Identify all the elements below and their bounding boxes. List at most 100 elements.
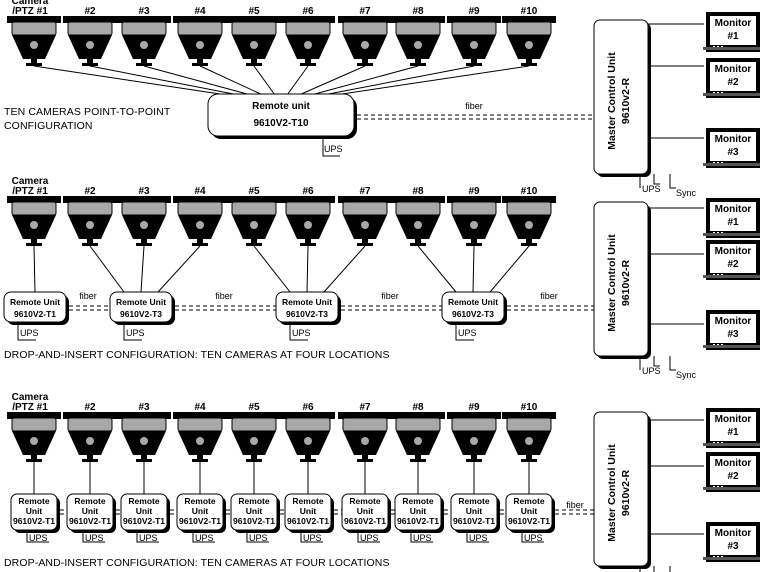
monitor-label: Monitor	[715, 316, 752, 327]
ups-label: UPS	[126, 328, 145, 338]
camera-icon	[172, 195, 228, 247]
camera-icon	[62, 195, 118, 247]
remote-unit-label: Unit	[246, 506, 263, 516]
monitor-label: Monitor	[715, 204, 752, 215]
camera-cable	[89, 65, 234, 95]
caption: TEN CAMERAS POINT-TO-POINT	[4, 106, 171, 118]
camera-cable	[314, 65, 419, 95]
ups-line	[300, 530, 323, 543]
ups-line	[26, 530, 49, 543]
camera-icon	[172, 411, 228, 463]
ups-label: UPS	[20, 328, 39, 338]
remote-unit-label: Unit	[466, 506, 483, 516]
camera-number-label: #3	[138, 186, 150, 197]
ups-label: UPS	[469, 533, 488, 543]
camera-label: /PTZ #1	[12, 402, 48, 413]
camera-number-label: #7	[359, 6, 371, 17]
camera-label: Camera	[12, 176, 49, 187]
remote-unit-label: Unit	[357, 506, 374, 516]
remote-unit-label: Remote Unit	[448, 297, 498, 307]
remote-unit-label: Unit	[521, 506, 538, 516]
remote-unit	[341, 493, 389, 531]
camera-number-label: #6	[302, 6, 314, 17]
remote-unit-label: 9610V2-T1	[508, 516, 550, 526]
mcu-label: Master Control Unit	[606, 444, 618, 542]
remote-unit-label: 9610V2-T1	[397, 516, 439, 526]
mcu-label: Master Control Unit	[606, 52, 618, 150]
camera-icon	[501, 15, 557, 67]
ups-line	[466, 530, 489, 543]
remote-unit	[284, 493, 332, 531]
remote-unit-label: 9610V2-T1	[14, 309, 56, 319]
remote-unit-label: Remote	[458, 496, 489, 506]
fiber-label: fiber	[566, 500, 584, 510]
ups-label: UPS	[29, 533, 48, 543]
camera-label: Camera	[12, 392, 49, 403]
camera-cable	[89, 245, 125, 293]
ups-line	[123, 322, 142, 341]
sync-line	[669, 356, 676, 371]
ups-line	[246, 530, 269, 543]
camera-cable	[328, 65, 475, 95]
ups-line	[17, 322, 36, 341]
camera-cable	[253, 245, 291, 293]
camera-icon	[226, 195, 282, 247]
camera-label: /PTZ #1	[12, 186, 48, 197]
ups-label: UPS	[413, 533, 432, 543]
remote-unit-label: 9610V2-T1	[13, 516, 55, 526]
monitor-label: #2	[727, 471, 739, 482]
ups-label: UPS	[324, 144, 343, 154]
ups-label: UPS	[303, 533, 322, 543]
remote-unit-label: Remote	[18, 496, 49, 506]
remote-unit-label: Unit	[136, 506, 153, 516]
camera-icon	[390, 195, 446, 247]
camera-number-label: #8	[412, 186, 424, 197]
remote-unit	[394, 493, 442, 531]
mcu-label: 9610v2-R	[620, 260, 632, 307]
camera-number-label: #8	[412, 6, 424, 17]
camera-cable	[140, 245, 145, 293]
master-control-unit	[593, 19, 649, 175]
camera-number-label: #6	[302, 402, 314, 413]
camera-cable	[33, 65, 221, 95]
remote-unit-label: Unit	[192, 506, 209, 516]
camera-icon	[6, 15, 62, 67]
camera-number-label: #7	[359, 186, 371, 197]
fiber-label: fiber	[465, 101, 483, 111]
remote-unit-label: 9610V2-T1	[179, 516, 221, 526]
camera-number-label: #3	[138, 6, 150, 17]
monitor-label: Monitor	[715, 458, 752, 469]
camera-number-label: #2	[84, 186, 96, 197]
sync-line	[669, 566, 671, 572]
monitor-label: Monitor	[715, 18, 752, 29]
monitor-label: #3	[727, 147, 739, 158]
ups-line	[322, 136, 340, 157]
camera-number-label: #2	[84, 402, 96, 413]
remote-unit	[109, 291, 173, 323]
remote-unit-label: 9610V2-T3	[286, 309, 328, 319]
camera-cable	[157, 245, 201, 293]
camera-icon	[337, 195, 393, 247]
camera-number-label: #3	[138, 402, 150, 413]
camera-icon	[446, 195, 502, 247]
camera-cable	[489, 245, 530, 293]
camera-cable	[33, 245, 36, 293]
ups-label: UPS	[85, 533, 104, 543]
camera-number-label: #5	[248, 186, 260, 197]
camera-cable	[287, 65, 309, 95]
camera-number-label: #10	[521, 6, 538, 17]
camera-number-label: #10	[521, 402, 538, 413]
remote-unit	[441, 291, 505, 323]
fiber-label: fiber	[381, 291, 399, 301]
remote-unit-label: Remote Unit	[116, 297, 166, 307]
camera-icon	[6, 411, 62, 463]
sync-label: Sync	[676, 188, 697, 198]
remote-unit-label: Remote	[292, 496, 323, 506]
ups-label: UPS	[642, 366, 661, 376]
remote-unit-label: 9610V2-T10	[253, 118, 308, 129]
camera-icon	[226, 411, 282, 463]
remote-unit-label: Remote	[184, 496, 215, 506]
ups-line	[192, 530, 215, 543]
camera-number-label: #4	[194, 6, 206, 17]
camera-number-label: #5	[248, 402, 260, 413]
